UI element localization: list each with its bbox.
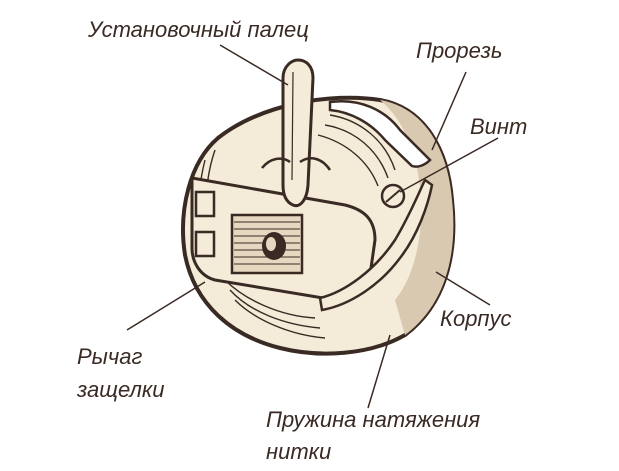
label-slot: Прорезь [416, 38, 503, 63]
leader-slot [431, 71, 467, 151]
leader-latch-lever [126, 281, 206, 331]
body-side-shading [380, 100, 454, 335]
latch-tab-lower [194, 230, 216, 258]
finger-highlight [291, 71, 294, 181]
leader-setting-finger [219, 44, 289, 86]
leader-tension-spring [367, 334, 391, 409]
latch-tab-upper [194, 190, 216, 218]
finger-base [261, 157, 332, 171]
label-screw: Винт [470, 114, 528, 139]
label-setting-finger: Установочный палец [88, 17, 309, 42]
screw-slot [385, 189, 401, 203]
slot-shape [328, 100, 432, 168]
setting-finger [281, 58, 315, 208]
label-latch-lever-line1: Рычаг [77, 344, 143, 369]
leader-lines [126, 44, 499, 409]
label-body: Корпус [440, 306, 512, 331]
label-tension-spring-line1: Пружина натяжения [266, 407, 481, 432]
leader-body [435, 271, 491, 306]
tension-spring [318, 178, 434, 312]
label-latch-lever-line2: защелки [77, 377, 165, 402]
label-tension-spring-line2: нитки [266, 439, 332, 464]
leader-screw [399, 137, 499, 193]
window-hole-inner [266, 237, 276, 251]
